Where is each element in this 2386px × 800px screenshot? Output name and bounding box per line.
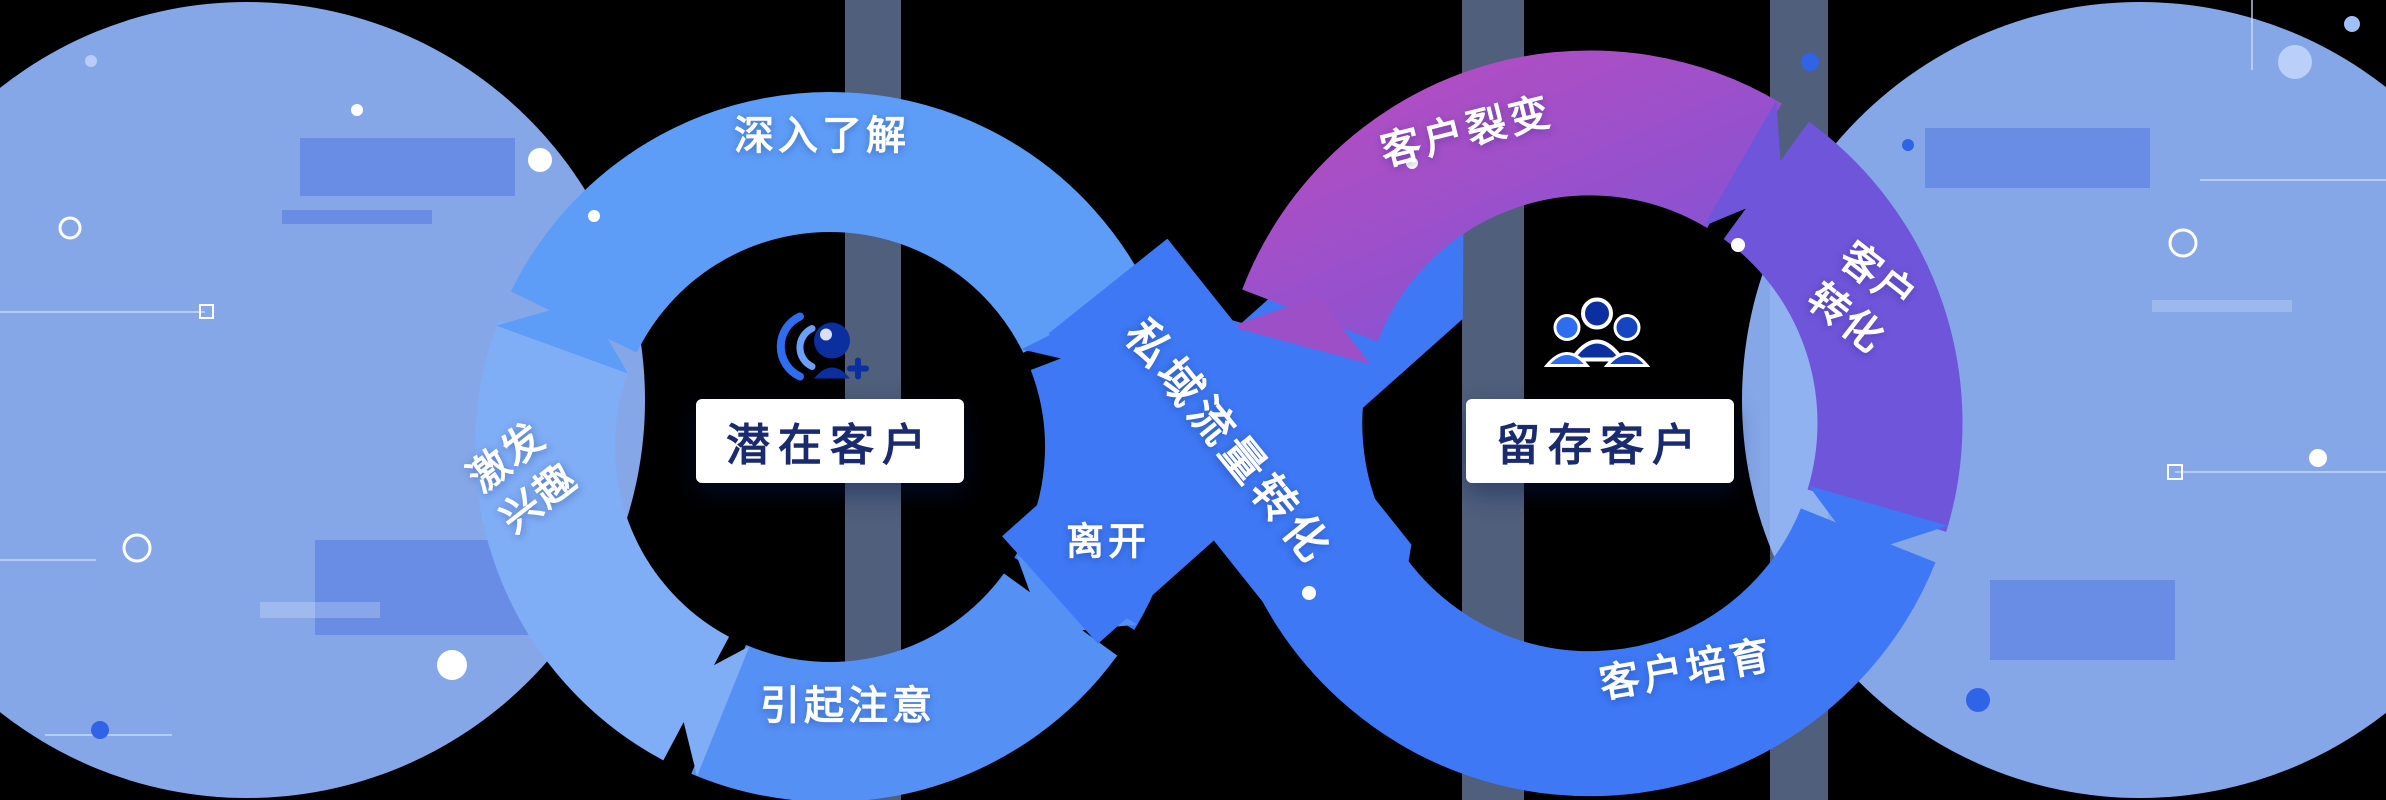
conversion-band — [1048, 238, 1412, 646]
left-loop-center-label: 潜在客户 — [696, 399, 964, 483]
right-loop-center-label: 留存客户 — [1466, 399, 1734, 483]
left-loop-top-label: 深入了解 — [734, 114, 910, 158]
customer-group-icon — [1535, 294, 1659, 387]
attract-customer-icon — [770, 305, 874, 396]
right-loop-center-text: 留存客户 — [1496, 421, 1704, 470]
left-loop-center-text: 潜在客户 — [726, 421, 934, 470]
left-loop-bottom-label: 引起注意 — [760, 684, 936, 728]
ring-accent-dots — [588, 157, 1745, 600]
exit-label: 离开 — [1065, 521, 1151, 564]
